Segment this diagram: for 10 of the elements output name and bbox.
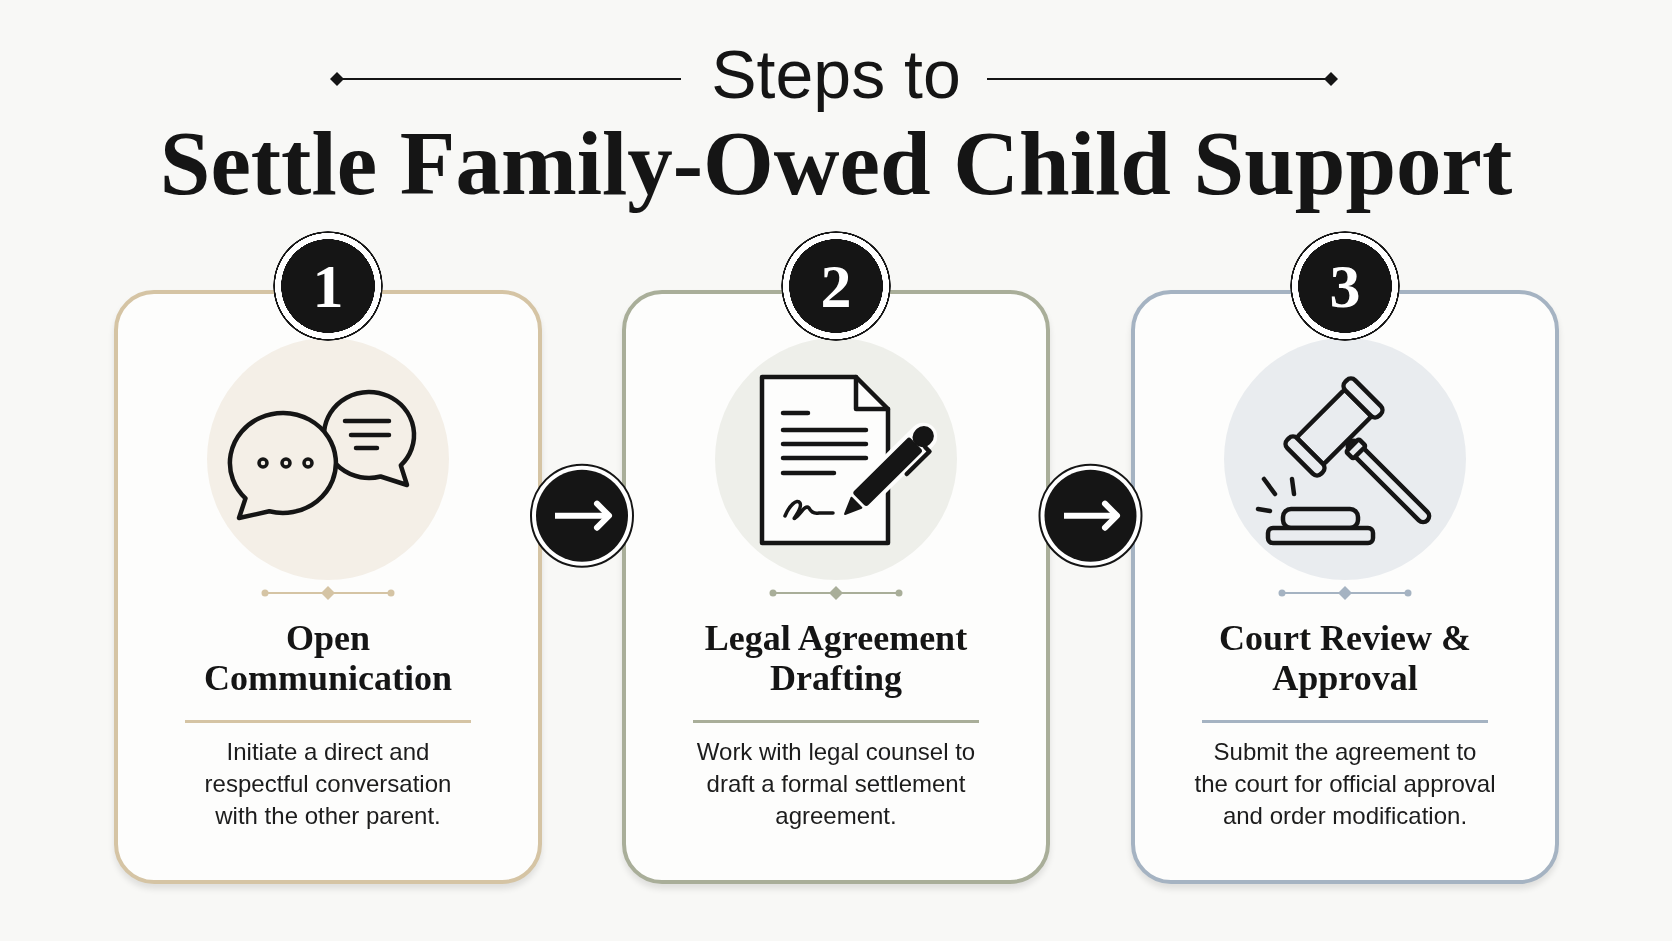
step-description: Work with legal counsel to draft a formal settlement agreement. bbox=[695, 737, 977, 831]
step-title: Legal Agreement Drafting bbox=[703, 618, 969, 698]
step-description: Submit the agreement to the court for official approval and order modification. bbox=[1194, 737, 1496, 831]
step-number: 3 bbox=[1290, 231, 1400, 341]
title: Steps to Settle Family-Owed Child Support bbox=[159, 34, 1513, 214]
step-title: Court Review & Approval bbox=[1218, 618, 1472, 698]
step-number: 2 bbox=[781, 231, 891, 341]
step-title: Open Communication bbox=[203, 618, 453, 698]
step-number: 1 bbox=[273, 231, 383, 341]
step-description: Initiate a direct and respectful conversation with the other parent. bbox=[203, 737, 453, 831]
